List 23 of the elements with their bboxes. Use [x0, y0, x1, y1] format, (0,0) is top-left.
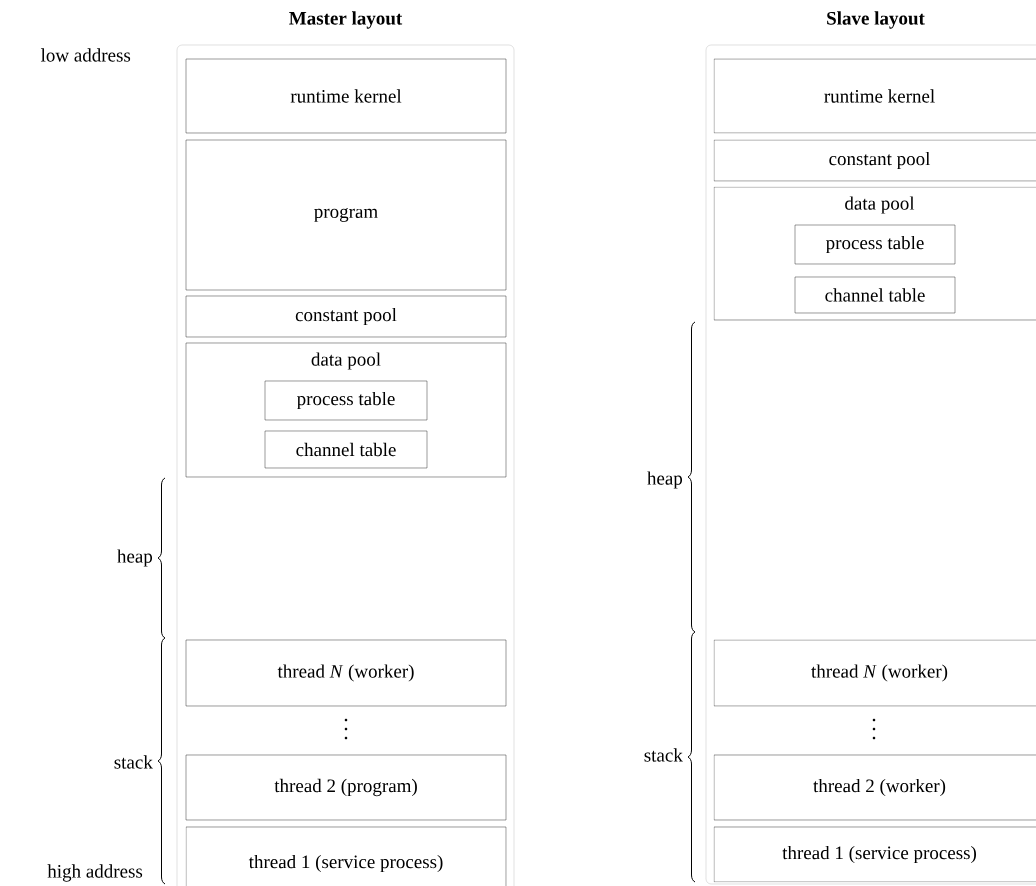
- side-label: low address: [40, 48, 131, 62]
- memory-region-box: runtime kernel: [713, 58, 1036, 134]
- memory-region-box: thread 1 (service process): [185, 826, 507, 886]
- memory-region-box: thread 2 (worker): [713, 754, 1036, 821]
- memory-region-box: thread N (worker): [185, 639, 507, 707]
- side-label: stack: [644, 748, 683, 762]
- side-label: stack: [114, 755, 153, 769]
- memory-region-box: thread 1 (service process): [713, 826, 1036, 883]
- memory-region-box: channel table: [264, 430, 428, 469]
- side-label: heap: [647, 471, 683, 489]
- memory-region-box: thread 2 (program): [185, 754, 507, 821]
- side-label: high address: [47, 864, 143, 882]
- node-label: Slave layout: [827, 11, 925, 29]
- memory-region-box: process table: [264, 380, 428, 421]
- node-label: Master layout: [289, 11, 403, 29]
- memory-region-box: runtime kernel: [185, 58, 507, 134]
- side-label: heap: [117, 549, 153, 567]
- memory-region-box: thread N (worker): [713, 639, 1036, 707]
- memory-region-box: channel table: [794, 276, 956, 314]
- memory-region-box: constant pool: [713, 139, 1036, 182]
- memory-region-box: constant pool: [185, 295, 507, 338]
- memory-region-box: process table: [794, 224, 956, 265]
- memory-region-box: program: [185, 139, 507, 291]
